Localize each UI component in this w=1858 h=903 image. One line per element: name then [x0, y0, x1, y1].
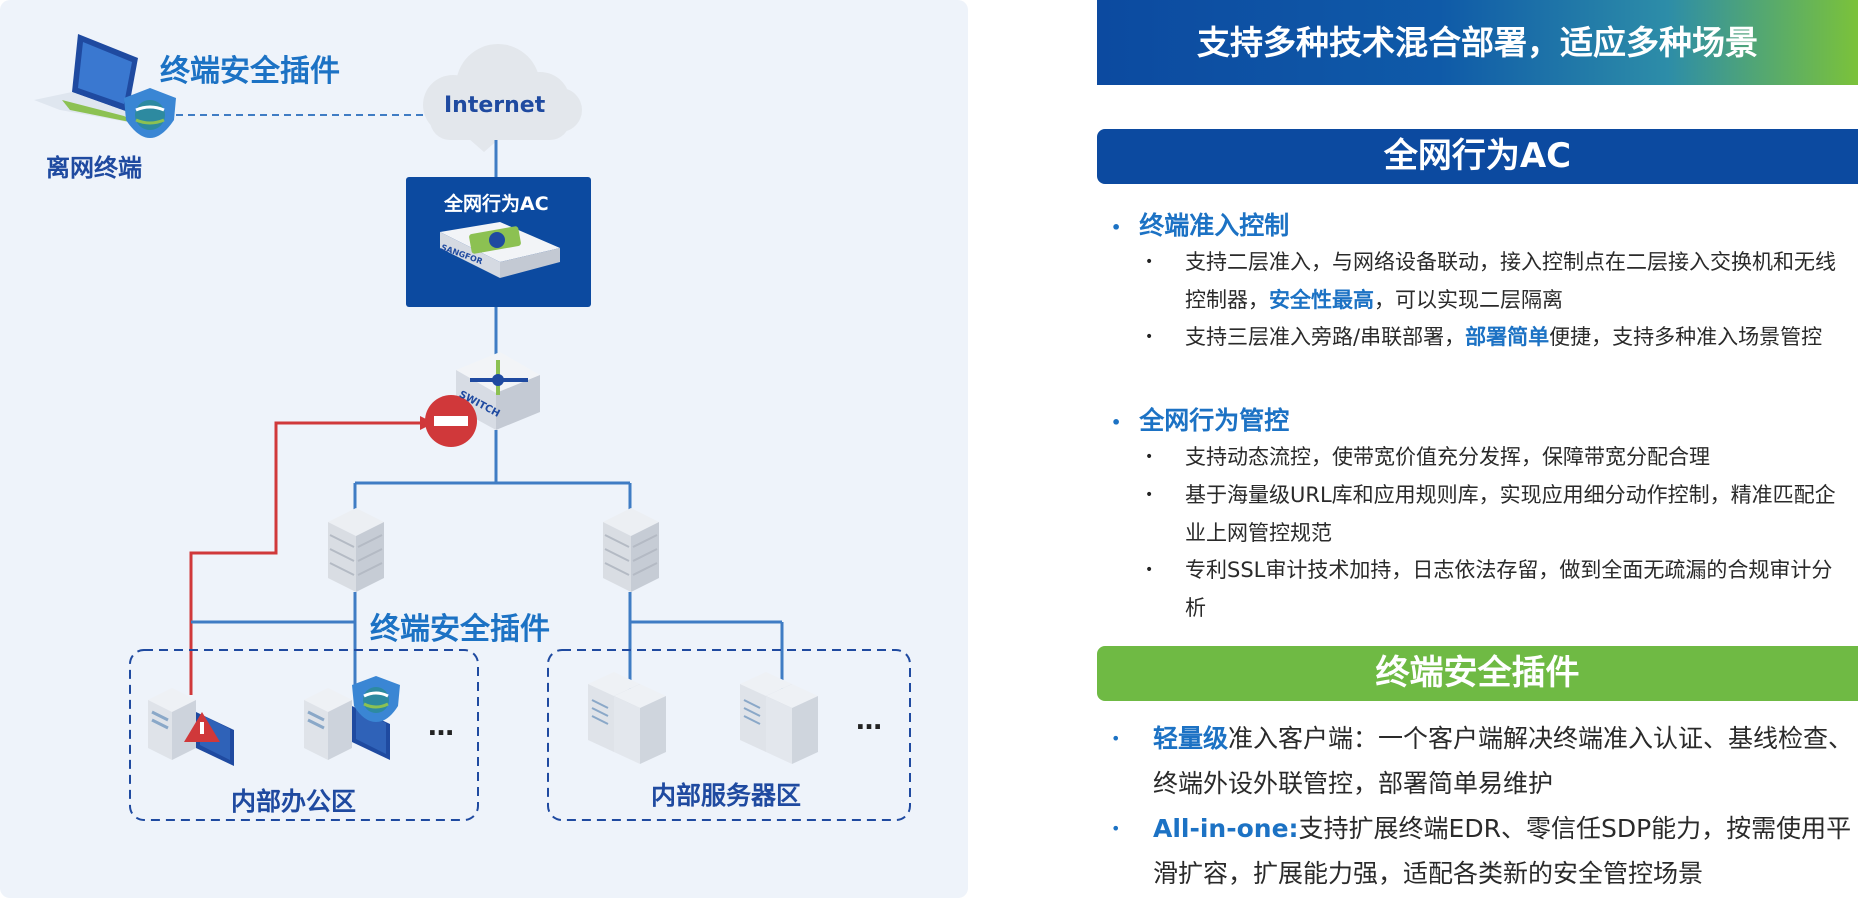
server-icon [588, 672, 666, 764]
firewall-icon [328, 508, 384, 592]
offline-plugin-label: 终端安全插件 [160, 54, 340, 89]
list-item: • 轻量级准入客户端：一个客户端解决终端准入认证、基线检查、终端外设外联管控，部… [1111, 716, 1856, 806]
ellipsis-office: … [428, 712, 454, 742]
cloud-icon [423, 44, 582, 152]
offline-terminal-label: 离网终端 [46, 154, 142, 182]
shield-icon [124, 88, 176, 138]
office-zone-label: 内部办公区 [231, 787, 357, 816]
server-icon [740, 672, 818, 764]
desktop-pc-icon [148, 688, 234, 766]
switch-icon [456, 352, 540, 430]
bullet-icon: • [1111, 412, 1122, 432]
bullet-icon: • [1111, 819, 1121, 838]
list-item: • 专利SSL审计技术加持，日志依法存留，做到全面无疏漏的合规审计分析 [1145, 551, 1850, 627]
ellipsis-server: … [856, 706, 882, 736]
internet-label: Internet [444, 93, 546, 118]
group-access-control-title: •终端准入控制 [1111, 211, 1290, 240]
firewall-icon [603, 508, 659, 592]
bullet-icon: • [1145, 487, 1154, 503]
ac-appliance-icon [440, 222, 560, 278]
group-behavior-control-title: •全网行为管控 [1111, 406, 1290, 435]
bullet-icon: • [1145, 449, 1154, 465]
bullet-icon: • [1145, 254, 1154, 270]
plugin-label: 终端安全插件 [370, 612, 550, 647]
list-item: • All-in-one:支持扩展终端EDR、零信任SDP能力，按需使用平滑扩容… [1111, 806, 1856, 896]
bullet-icon: • [1145, 329, 1154, 345]
block-icon [425, 395, 477, 447]
server-zone-box [547, 649, 911, 821]
laptop-icon [34, 34, 150, 126]
bullet-icon: • [1111, 729, 1121, 748]
network-topology-diagram [34, 34, 911, 821]
shield-icon [352, 676, 400, 722]
office-zone-box [129, 649, 479, 821]
plugin-section-header: 终端安全插件 [1097, 646, 1858, 701]
ac-label: 全网行为AC [444, 193, 549, 215]
warning-icon [184, 712, 220, 742]
bullet-icon: • [1111, 217, 1122, 237]
ac-section-header: 全网行为AC [1097, 129, 1858, 184]
list-item: • 支持二层准入，与网络设备联动，接入控制点在二层接入交换机和无线控制器，安全性… [1145, 243, 1850, 319]
server-zone-label: 内部服务器区 [651, 781, 802, 810]
list-item: • 支持三层准入旁路/串联部署，部署简单便捷，支持多种准入场景管控 [1145, 318, 1850, 356]
bullet-icon: • [1145, 562, 1154, 578]
list-item: • 基于海量级URL库和应用规则库，实现应用细分动作控制，精准匹配企业上网管控规… [1145, 476, 1850, 552]
top-banner: 支持多种技术混合部署，适应多种场景 [1097, 0, 1858, 85]
list-item: • 支持动态流控，使带宽价值充分发挥，保障带宽分配合理 [1145, 438, 1850, 476]
